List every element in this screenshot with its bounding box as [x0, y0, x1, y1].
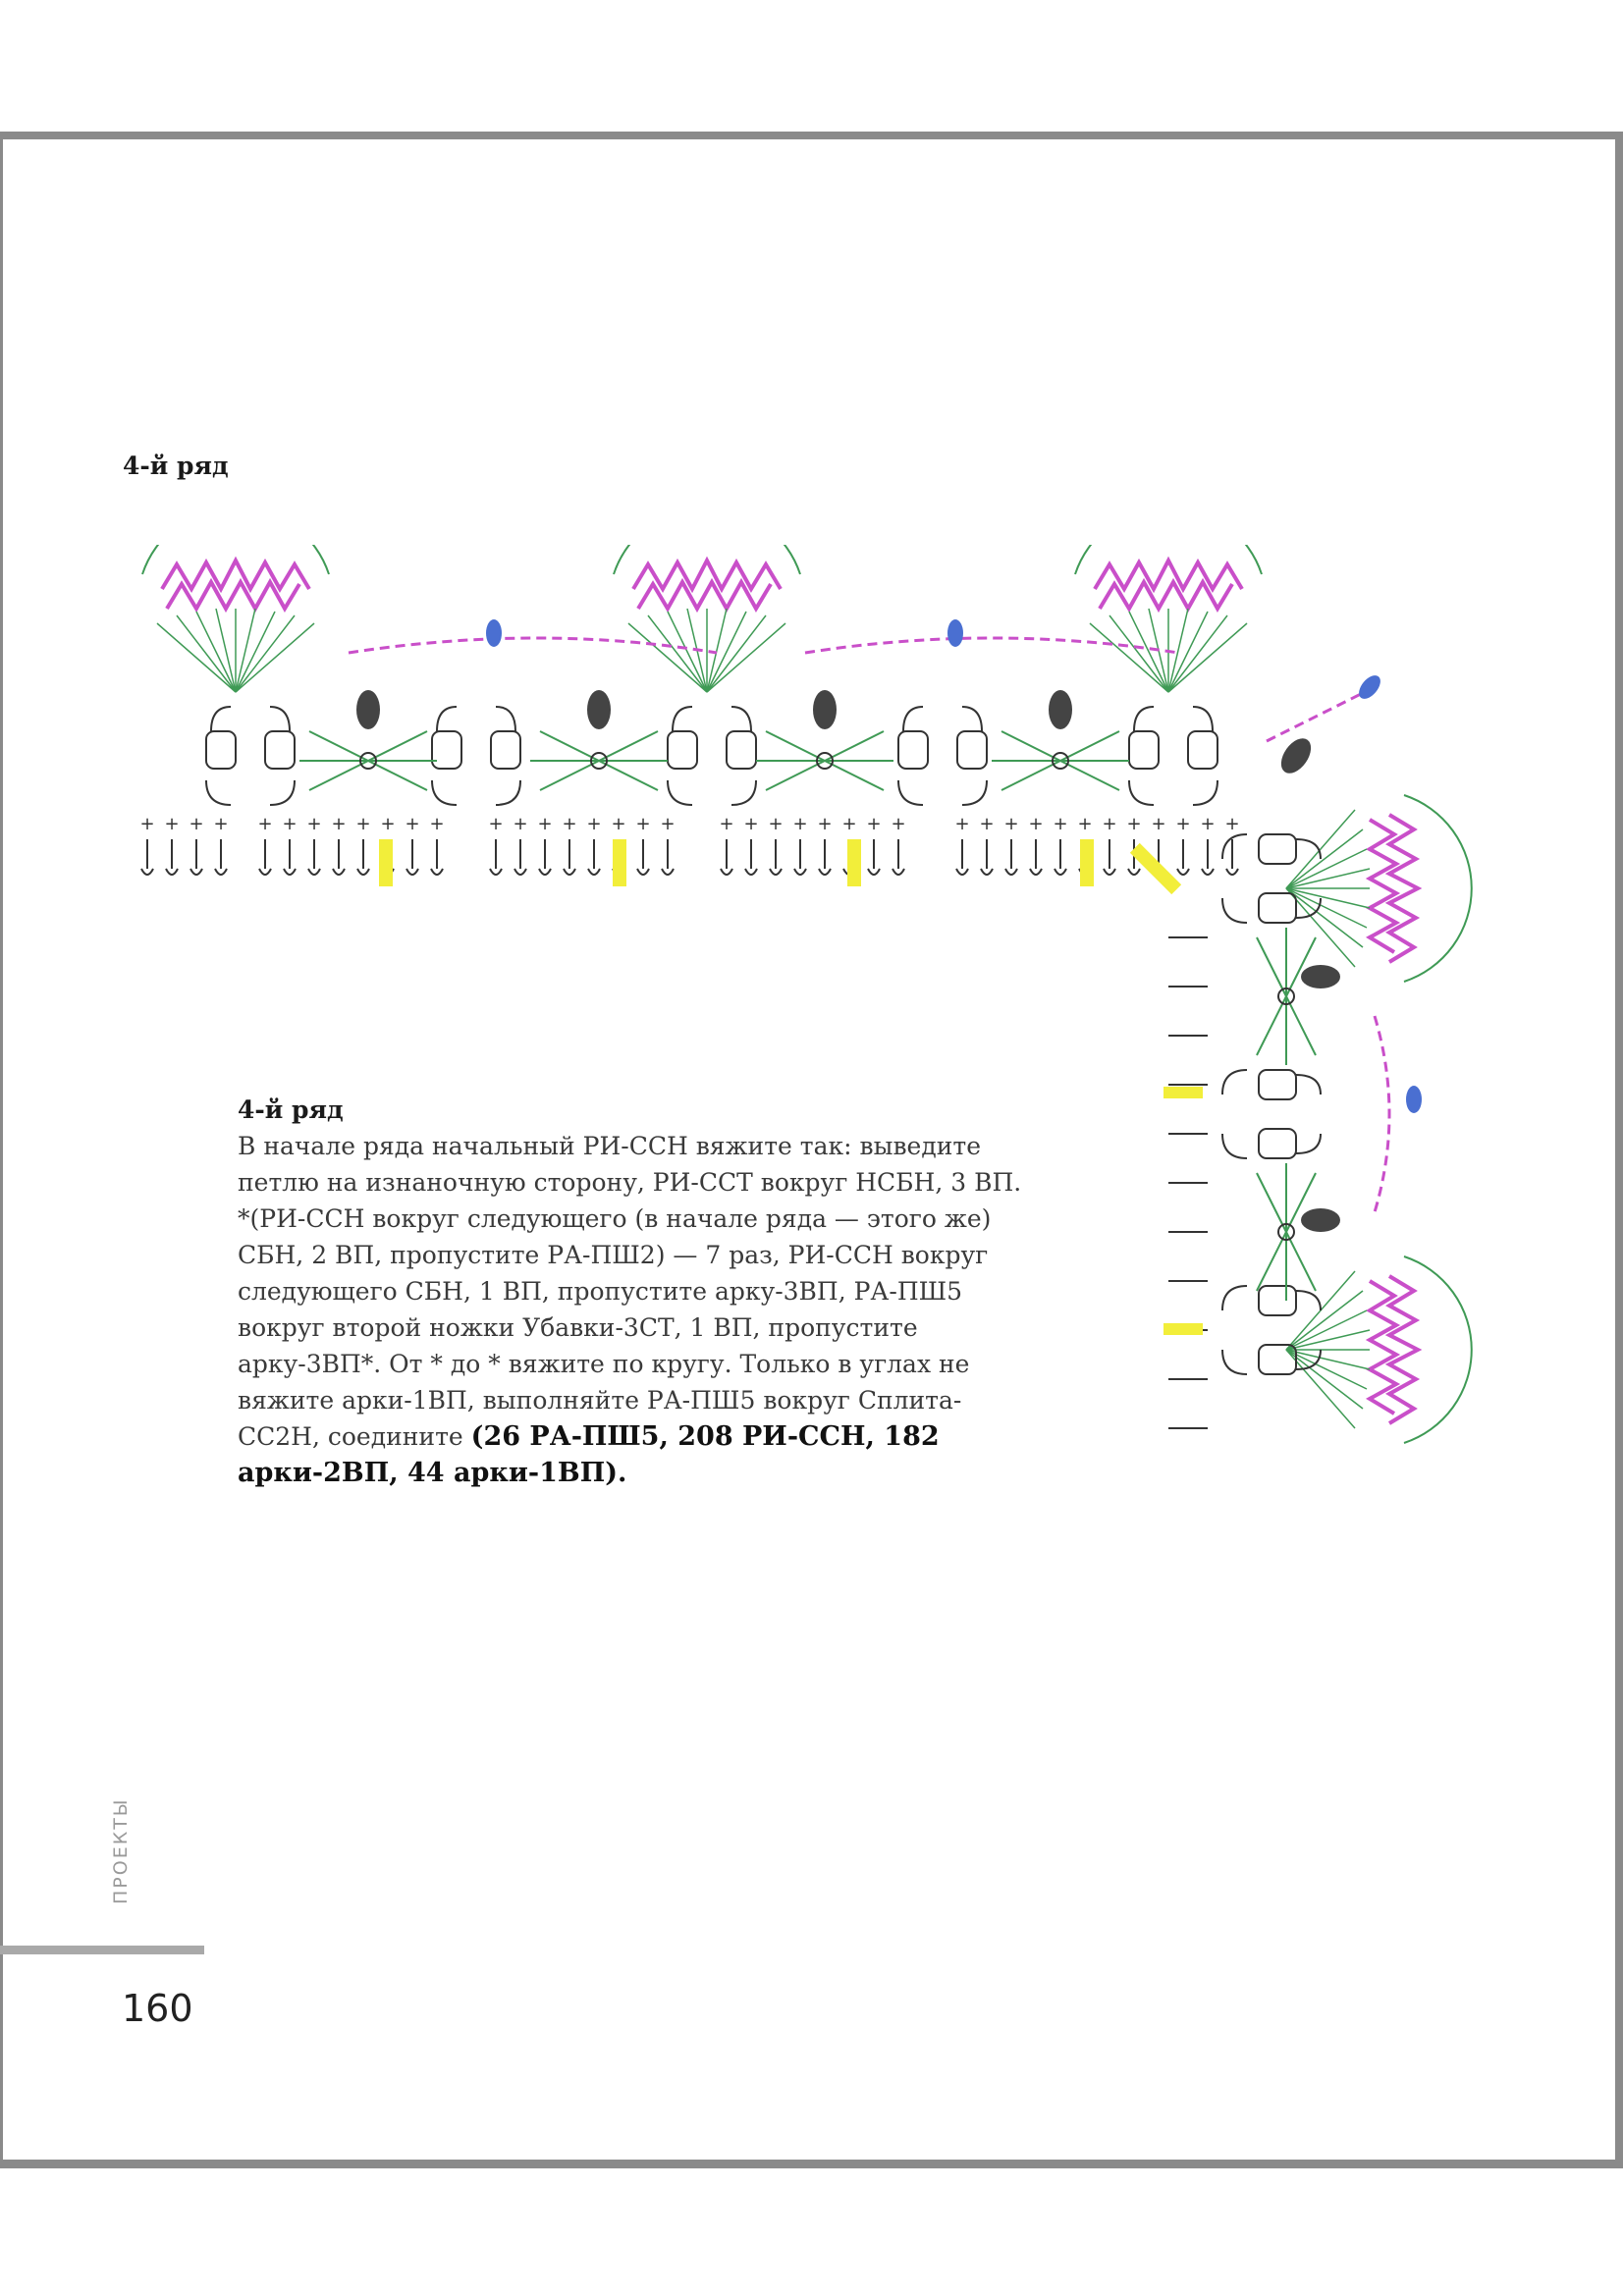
chain-arc-icon: [348, 636, 1366, 743]
instructions-body: В начале ряда начальный РИ-ССН вяжите та…: [238, 1132, 1022, 1451]
bottom-rule: [0, 2160, 1623, 2168]
instructions-block: 4-й ряд В начале ряда начальный РИ-ССН в…: [238, 1092, 1023, 1491]
side-motifs: [1221, 833, 1322, 1375]
chain-arc-icon-side: [1373, 1015, 1391, 1213]
top-rule: [0, 132, 1623, 139]
fan-motif-icon-side: [1284, 793, 1474, 1445]
foundation-row-top: [138, 813, 1241, 876]
left-rule: [0, 132, 3, 2168]
blue-motif-icon: [486, 619, 1422, 1113]
crochet-chart: +: [138, 545, 1474, 1445]
hook-stitch-icon-side: [1163, 1087, 1203, 1335]
hook-stitch-icon: [379, 839, 1182, 895]
instructions-totals: (26 РА-ПШ5, 208 РИ-ССН, 182 арки-2ВП, 44…: [238, 1421, 940, 1488]
fan-motif-icon: [140, 545, 1264, 694]
page-number: 160: [122, 1987, 193, 2030]
instructions-title: 4-й ряд: [238, 1095, 344, 1124]
right-rule: [1615, 132, 1623, 2168]
oval-puff-icon: [356, 690, 1340, 1232]
side-bar: [0, 1946, 204, 1954]
section-label: ПРОЕКТЫ: [110, 1797, 132, 1904]
foundation-row-side: [1168, 936, 1208, 1429]
section-heading: 4-й ряд: [123, 452, 229, 480]
